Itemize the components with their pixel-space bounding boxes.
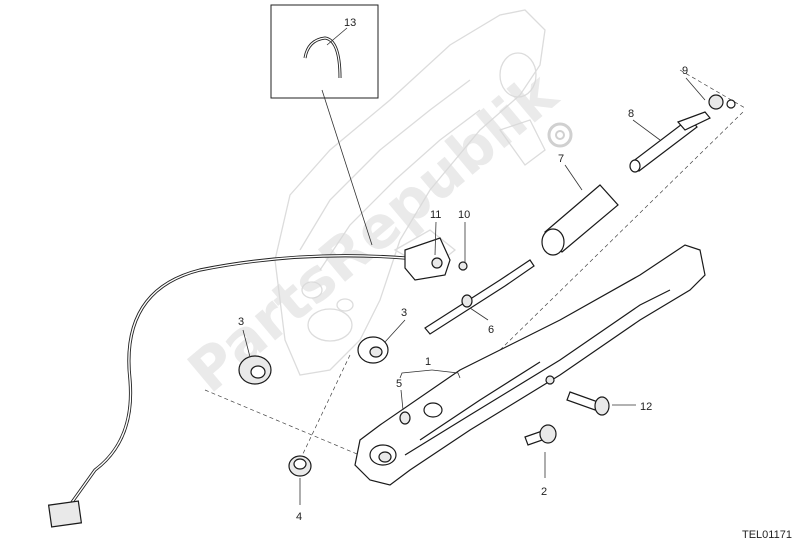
callout-10: 10 [458,209,470,221]
rubber-sleeve [541,184,619,256]
pin [399,411,411,425]
callout-9: 9 [682,65,688,77]
sensor-bracket [404,237,468,281]
nut [288,455,312,477]
callout-12: 12 [640,401,652,413]
callout-2: 2 [541,486,547,498]
callout-5: 5 [396,378,402,390]
callout-3-left: 3 [238,316,244,328]
callout-8: 8 [628,108,634,120]
leader-lines [242,27,706,505]
spring-hook [676,94,736,131]
callout-7: 7 [558,153,564,165]
spring-tube [629,117,698,173]
callout-3-right: 3 [401,307,407,319]
callout-labels: 1 2 3 3 4 5 6 7 8 9 10 11 12 13 [238,17,688,523]
bolt [524,424,557,446]
drawing-code: TEL01171 [742,529,792,541]
sensor-cable [47,254,406,528]
callout-13: 13 [344,17,356,29]
inset-box-13 [270,4,379,246]
callout-11: 11 [430,209,441,221]
bolt-12 [566,391,610,416]
washer-left [238,355,272,385]
callout-4: 4 [296,511,302,523]
spring-rod [424,259,535,335]
callout-6: 6 [488,324,494,336]
washer-right [357,336,389,364]
side-stand [354,244,706,486]
gear-watermark-icon [547,122,573,148]
callout-1: 1 [425,356,431,368]
